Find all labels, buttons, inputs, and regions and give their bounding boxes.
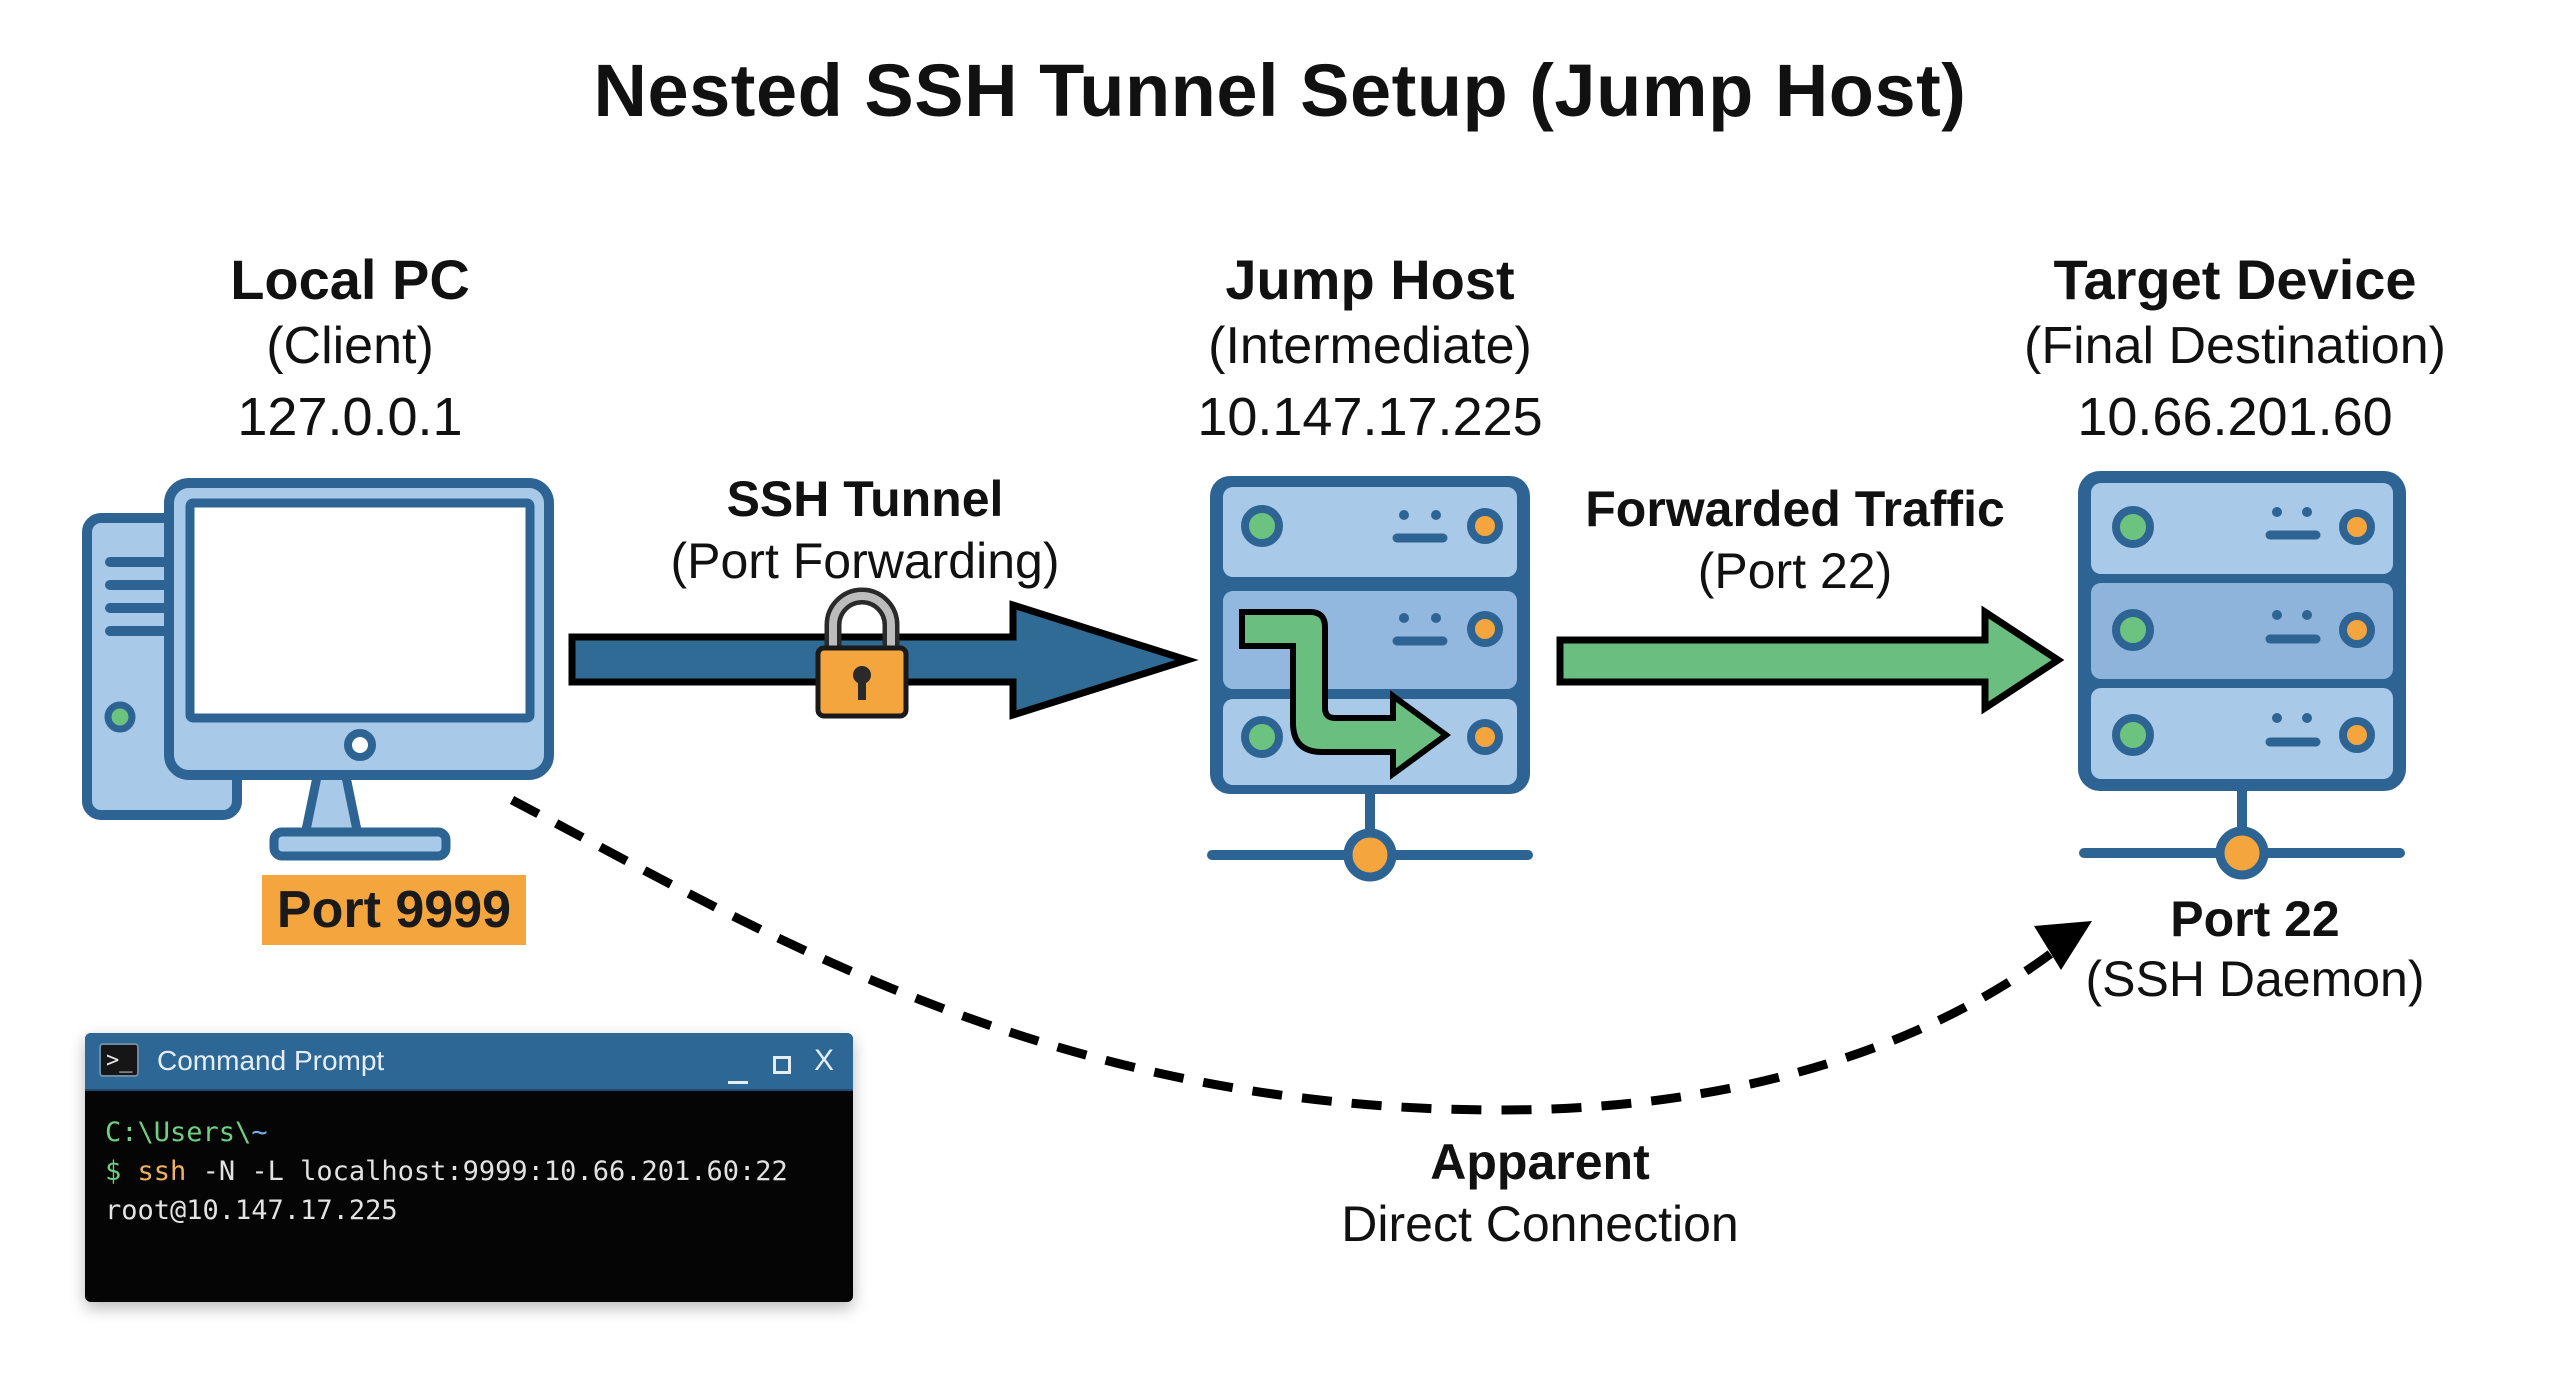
diagram-title: Nested SSH Tunnel Setup (Jump Host) (593, 49, 1967, 132)
command-destination: root@10.147.17.225 (105, 1195, 398, 1226)
local-pc-name: Local PC (230, 248, 470, 311)
apparent-connection-subtitle: Direct Connection (1341, 1196, 1739, 1252)
apparent-connection-path (509, 796, 2092, 1115)
forwarded-traffic-subtitle: (Port 22) (1697, 543, 1893, 599)
jump-host-server-icon (1207, 476, 1533, 882)
command-prompt-title: Command Prompt (157, 1045, 385, 1076)
command-args: -N -L localhost:9999:10.66.201.60:22 (186, 1156, 788, 1187)
desktop-computer-icon (82, 478, 554, 861)
minimize-button[interactable] (721, 1033, 755, 1089)
ssh-tunnel-title: SSH Tunnel (726, 471, 1004, 527)
apparent-connection-arrowhead (2034, 921, 2092, 970)
port-9999-badge: Port 9999 (262, 875, 526, 945)
command-prompt-window[interactable]: >_ Command Prompt X C:\Users\~ $ ssh -N … (85, 1033, 853, 1302)
command-name: ssh (137, 1156, 187, 1187)
route-forward-arrow (1239, 609, 1452, 780)
local-pc-label: Local PC (Client) 127.0.0.1 (100, 248, 600, 447)
ssh-tunnel-subtitle: (Port Forwarding) (670, 533, 1060, 589)
maximize-icon (773, 1056, 791, 1074)
target-port-label: Port 22 (SSH Daemon) (2030, 890, 2480, 1008)
target-port-service: (SSH Daemon) (2085, 951, 2425, 1007)
padlock-icon (815, 587, 909, 719)
jump-host-role: (Intermediate) (1208, 317, 1532, 375)
local-pc-role: (Client) (266, 317, 434, 375)
prompt-path: C:\Users\ (105, 1117, 252, 1148)
prompt-symbol: $ (105, 1156, 122, 1187)
close-button[interactable]: X (813, 1044, 834, 1077)
target-port-number: Port 22 (2170, 891, 2340, 947)
target-server-icon (2078, 471, 2406, 880)
terminal-output[interactable]: C:\Users\~ $ ssh -N -L localhost:9999:10… (85, 1091, 853, 1230)
jump-host-label: Jump Host (Intermediate) 10.147.17.225 (1120, 248, 1620, 447)
target-device-role: (Final Destination) (2024, 317, 2446, 375)
ssh-tunnel-label: SSH Tunnel (Port Forwarding) (600, 470, 1130, 590)
terminal-prompt-icon: >_ (99, 1043, 139, 1077)
local-pc-ip: 127.0.0.1 (237, 387, 463, 447)
forwarded-traffic-label: Forwarded Traffic (Port 22) (1545, 480, 2045, 600)
jump-host-ip: 10.147.17.225 (1197, 387, 1543, 447)
target-device-name: Target Device (2053, 248, 2417, 311)
forwarded-traffic-arrow (1556, 605, 2065, 715)
apparent-connection-label: Apparent Direct Connection (1290, 1133, 1790, 1253)
apparent-connection-title: Apparent (1430, 1134, 1650, 1190)
target-device-ip: 10.66.201.60 (2077, 387, 2393, 447)
command-prompt-titlebar[interactable]: >_ Command Prompt X (85, 1033, 853, 1091)
target-device-label: Target Device (Final Destination) 10.66.… (1935, 248, 2535, 447)
prompt-home: ~ (251, 1117, 268, 1148)
forwarded-traffic-title: Forwarded Traffic (1585, 481, 2005, 537)
minimize-icon (728, 1081, 748, 1084)
maximize-button[interactable] (765, 1033, 799, 1089)
jump-host-name: Jump Host (1225, 248, 1515, 311)
